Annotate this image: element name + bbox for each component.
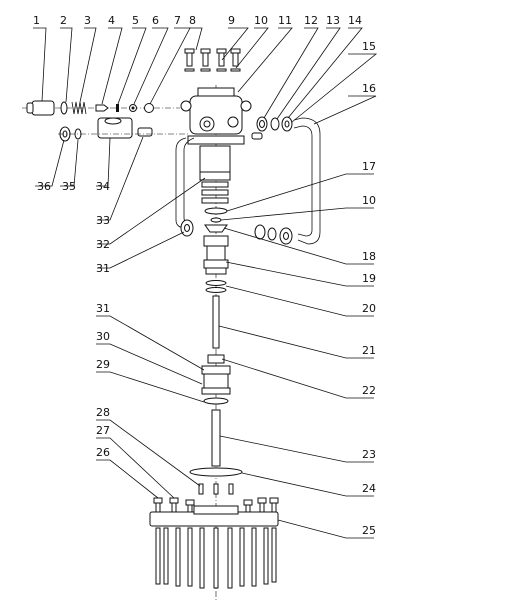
callout-25: 25 — [362, 524, 376, 537]
part-7-ring — [144, 103, 154, 113]
part-14-nut — [281, 116, 293, 132]
callout-12: 12 — [304, 14, 318, 27]
part-19-spool — [203, 235, 229, 275]
part-9-bolts — [216, 48, 241, 72]
part-23-long-rod — [211, 409, 221, 467]
callout-26: 26 — [96, 446, 110, 459]
part-24-disc — [189, 467, 243, 477]
part-3-spring — [71, 101, 87, 115]
callout-1: 1 — [33, 14, 40, 27]
part-29-washer — [203, 397, 229, 405]
part-1-nozzle — [26, 100, 55, 116]
part-12-fitting — [256, 116, 268, 132]
callout-10: 10 — [254, 14, 268, 27]
part-11-valve-body — [180, 87, 252, 145]
callout-31: 31 — [96, 262, 110, 275]
callout-33: 33 — [96, 214, 110, 227]
callout-19: 19 — [362, 272, 376, 285]
part-13-nut — [270, 117, 280, 131]
callout-6: 6 — [152, 14, 159, 27]
callout-10b: 10 — [362, 194, 376, 207]
callout-17: 17 — [362, 160, 376, 173]
callout-35: 35 — [62, 180, 76, 193]
callout-labels: 1 2 3 4 5 6 7 8 9 10 11 12 13 14 15 16 1… — [33, 14, 376, 537]
leader-lines — [33, 27, 378, 539]
callout-3: 3 — [84, 14, 91, 27]
callout-18: 18 — [362, 250, 376, 263]
callout-5: 5 — [132, 14, 139, 27]
part-26-27-bolts — [153, 497, 279, 513]
callout-14: 14 — [348, 14, 362, 27]
callout-27: 27 — [96, 424, 110, 437]
callout-30: 30 — [96, 330, 110, 343]
part-21-rod — [212, 295, 220, 349]
part-5-pin — [116, 104, 119, 112]
lower-right-fittings — [254, 224, 293, 245]
part-2-washer — [60, 101, 68, 115]
callout-32: 32 — [96, 238, 110, 251]
callout-20: 20 — [362, 302, 376, 315]
part-6-ball — [129, 104, 137, 112]
callout-21: 21 — [362, 344, 376, 357]
callout-13: 13 — [326, 14, 340, 27]
part-34-cylinder — [97, 117, 133, 139]
callout-15: 15 — [362, 40, 376, 53]
part-8-bolts — [184, 48, 211, 72]
callout-22: 22 — [362, 384, 376, 397]
part-25-base-flange — [149, 505, 279, 589]
callout-31-lower: 31 — [96, 302, 110, 315]
callout-4: 4 — [108, 14, 115, 27]
part-22-nut — [207, 354, 225, 364]
callout-11: 11 — [278, 14, 292, 27]
part-4-valve-pin — [95, 104, 109, 112]
part-17-ring — [204, 207, 228, 215]
callout-28: 28 — [96, 406, 110, 419]
callout-16: 16 — [362, 82, 376, 95]
callout-7: 7 — [174, 14, 181, 27]
part-32-cylinder — [199, 145, 231, 204]
callout-23: 23 — [362, 448, 376, 461]
part-28-pins — [198, 483, 234, 495]
callout-9: 9 — [228, 14, 235, 27]
part-18-seat — [204, 224, 228, 233]
part-31-elbow-fitting — [180, 219, 194, 237]
callout-8: 8 — [189, 14, 196, 27]
part-10-oring — [210, 217, 222, 223]
part-33-connector — [137, 127, 153, 137]
part-30-sleeve — [201, 365, 231, 395]
part-20-washer — [205, 280, 227, 293]
callout-2: 2 — [60, 14, 67, 27]
callout-29: 29 — [96, 358, 110, 371]
callout-24: 24 — [362, 482, 376, 495]
callout-36: 36 — [37, 180, 51, 193]
small-fitting — [251, 132, 263, 140]
callout-34: 34 — [96, 180, 110, 193]
